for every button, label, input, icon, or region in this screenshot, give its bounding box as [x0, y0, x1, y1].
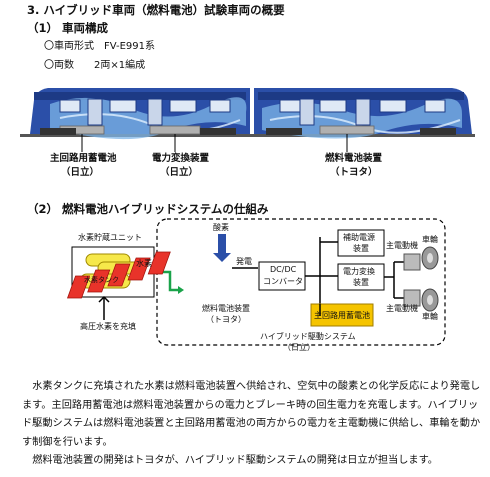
description: 水素タンクに充填された水素は燃料電池装置へ供給され、空気中の酸素との化学反応によ… [22, 378, 482, 471]
aux-power-label-2: 装置 [353, 244, 369, 253]
motor1-label: 主電動機 [386, 241, 418, 250]
wheel1-label: 車輪 [422, 235, 438, 244]
h2-fill-label: 高圧水素を充填 [80, 322, 136, 331]
page-heading: 3. ハイブリッド車両（燃料電池）試験車両の概要 [27, 3, 285, 17]
battery-label: 主回路用蓄電池 [314, 311, 370, 320]
description-p1: 水素タンクに充填された水素は燃料電池装置へ供給され、空気中の酸素との化学反応によ… [22, 381, 481, 448]
hydrogen-label: 水素 [136, 259, 152, 268]
label-main-battery: 主回路用蓄電池 [50, 153, 117, 164]
fc-maker-label: （トヨタ） [206, 315, 246, 324]
description-p2: 燃料電池装置の開発はトヨタが、ハイブリッド駆動システムの開発は日立が担当します。 [32, 455, 438, 467]
section1-title: （1） 車両構成 [27, 21, 109, 35]
car-count: 〇両数 2両×1編成 [44, 60, 146, 71]
label-fuel-cell-maker: （トヨタ） [330, 167, 378, 178]
label-main-battery-maker: （日立） [61, 167, 100, 178]
label-power-converter: 電力変換装置 [152, 153, 210, 164]
wheel2-label: 車輪 [422, 312, 438, 321]
dcdc-label: DC/DC [270, 265, 297, 274]
vehicle-type: 〇車両形式 FV-E991系 [44, 41, 156, 52]
label-power-converter-maker: （日立） [160, 167, 199, 178]
label-fuel-cell: 燃料電池装置 [325, 153, 383, 164]
generation-label: 発電 [236, 257, 252, 266]
fc-device-label: 燃料電池装置 [202, 304, 250, 313]
h2-tank-label: 水素タンク [84, 276, 119, 284]
oxygen-label: 酸素 [213, 223, 229, 232]
system-label: ハイブリッド駆動システム [260, 332, 356, 341]
motor2-label: 主電動機 [386, 304, 418, 313]
power-conv-label-2: 装置 [353, 278, 369, 287]
h2-unit-label: 水素貯蔵ユニット [78, 233, 142, 242]
power-conv-label: 電力変換 [343, 267, 375, 276]
aux-power-label: 補助電源 [343, 233, 375, 242]
system-maker-label: （日立） [283, 343, 315, 352]
converter-label: コンバータ [263, 277, 303, 286]
section2-title: （2） 燃料電池ハイブリッドシステムの仕組み [27, 202, 269, 216]
